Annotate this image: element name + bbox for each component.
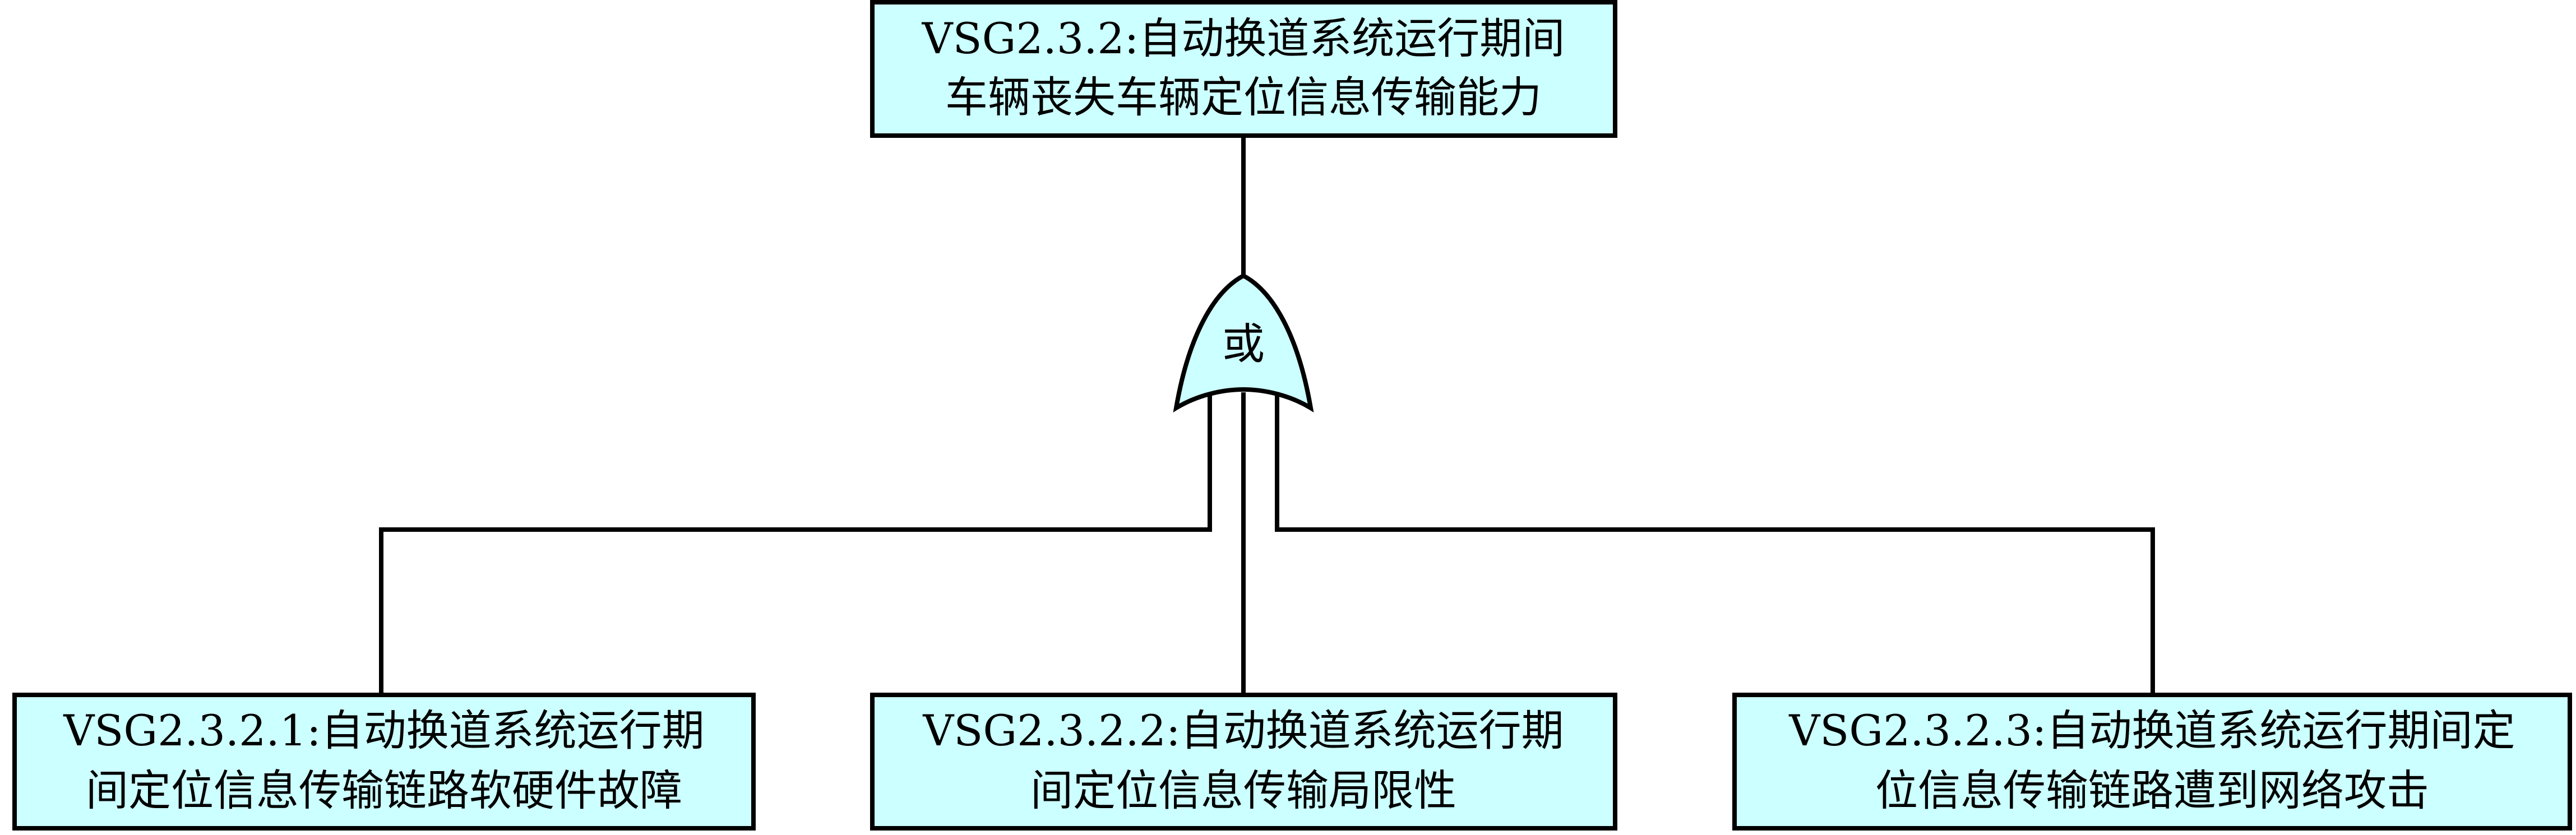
gate-to-child-3-line [1275,392,2155,695]
top-event-line1: VSG2.3.2:自动换道系统运行期间 [922,13,1565,63]
top-event-line2: 车辆丧失车辆定位信息传输能力 [945,72,1542,122]
top-event-box [870,0,1617,138]
child-event-node-1[interactable]: VSG2.3.2.1:自动换道系统运行期 间定位信息传输链路软硬件故障 [12,693,756,831]
child-event-1-line2: 间定位信息传输链路软硬件故障 [86,766,682,815]
child-event-box-2 [870,693,1617,831]
child-event-node-3[interactable]: VSG2.3.2.3:自动换道系统运行期间定 位信息传输链路遭到网络攻击 [1732,693,2572,831]
or-gate-shape [1173,273,1314,412]
child-event-node-2[interactable]: VSG2.3.2.2:自动换道系统运行期 间定位信息传输局限性 [870,693,1617,831]
child-event-box-1 [12,693,756,831]
child-event-3-line2: 位信息传输链路遭到网络攻击 [1875,766,2429,815]
or-gate-label: 或 [1222,319,1265,369]
child-event-3-line1: VSG2.3.2.3:自动换道系统运行期间定 [1788,706,2515,755]
or-gate[interactable]: 或 [1173,273,1314,412]
connectors [379,136,2155,695]
top-event-node[interactable]: VSG2.3.2:自动换道系统运行期间 车辆丧失车辆定位信息传输能力 [870,0,1617,138]
child-event-1-line1: VSG2.3.2.1:自动换道系统运行期 [63,706,704,755]
child-event-box-3 [1732,693,2572,831]
child-event-2-line1: VSG2.3.2.2:自动换道系统运行期 [922,706,1564,755]
child-event-2-line2: 间定位信息传输局限性 [1030,766,1456,815]
gate-to-child-1-line [379,392,1212,695]
